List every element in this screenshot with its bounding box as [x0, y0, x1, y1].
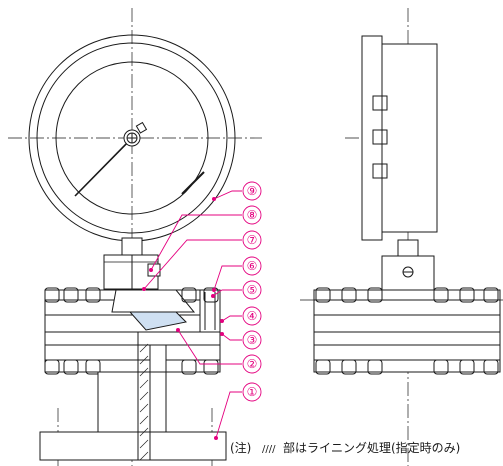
- balloon-1: ①: [247, 385, 258, 399]
- balloon-5: ⑤: [247, 283, 258, 297]
- balloon-7: ⑦: [247, 233, 258, 247]
- gauge-dial: [28, 34, 236, 242]
- lining-note: (注) //// 部はライニング処理(指定時のみ): [230, 440, 460, 455]
- note-prefix: (注): [230, 440, 251, 455]
- balloon-9: ⑨: [247, 184, 258, 198]
- balloon-2: ②: [247, 357, 258, 371]
- balloon-6: ⑥: [247, 259, 258, 273]
- balloon-8: ⑧: [247, 208, 258, 222]
- side-flanges: [313, 287, 501, 375]
- side-view: [300, 8, 503, 466]
- base-pipe-flange: [39, 343, 227, 461]
- balloon-4: ④: [247, 309, 258, 323]
- gauge-stem: [103, 237, 161, 290]
- side-gauge-case: [361, 35, 438, 241]
- upper-flange: [44, 287, 221, 333]
- side-stem: [381, 239, 435, 291]
- note-hatch-symbol: ////: [262, 444, 276, 455]
- part-number-balloons: ⑨ ⑧ ⑦ ⑥ ⑤ ④ ③ ② ①: [242, 181, 262, 402]
- lower-flange: [44, 331, 221, 375]
- front-view: [8, 8, 262, 466]
- balloon-3: ③: [247, 333, 258, 347]
- note-text: 部はライニング処理(指定時のみ): [283, 440, 460, 455]
- leader-lines: [142, 190, 242, 440]
